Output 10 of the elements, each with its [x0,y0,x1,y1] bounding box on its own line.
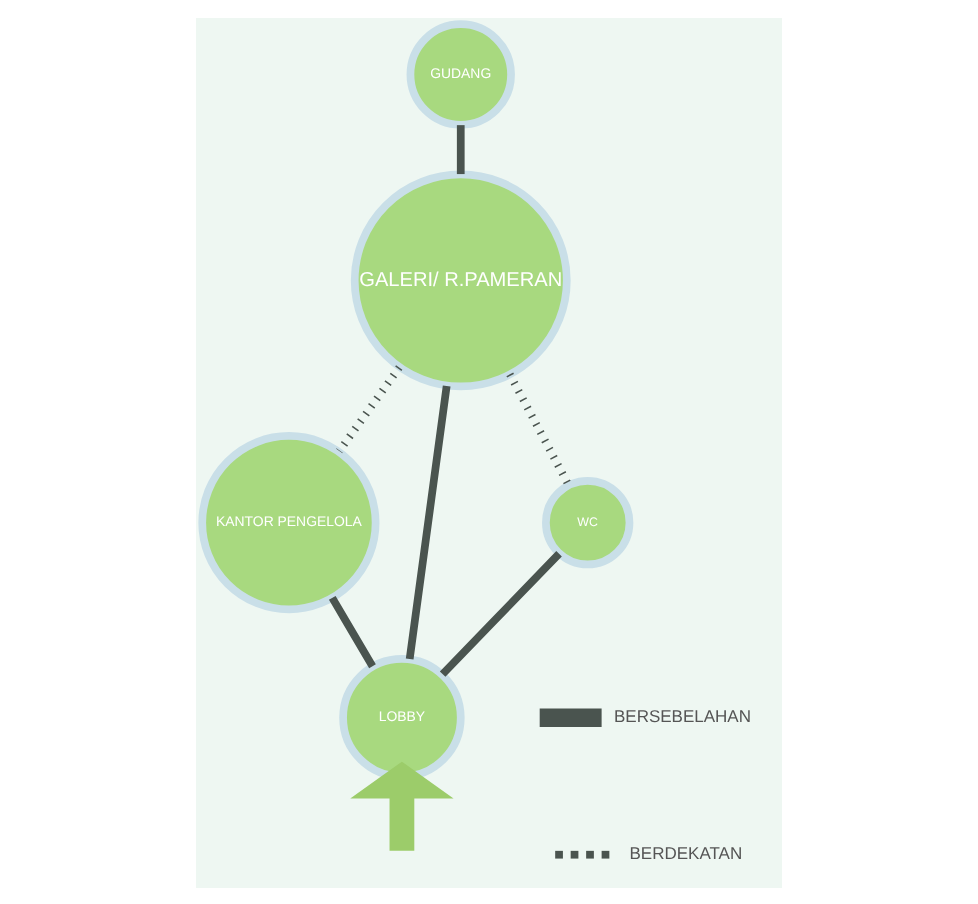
node-circle: GALERI/ R.PAMERAN [350,169,571,390]
connector [405,384,451,659]
connector [328,594,376,668]
legend-label: BERDEKATAN [629,842,743,863]
legend-label: BERSEBELAHAN [614,705,751,726]
connector [439,550,562,676]
arrow [350,760,454,850]
connector [336,364,403,453]
connector [506,371,572,486]
connector [456,124,465,174]
